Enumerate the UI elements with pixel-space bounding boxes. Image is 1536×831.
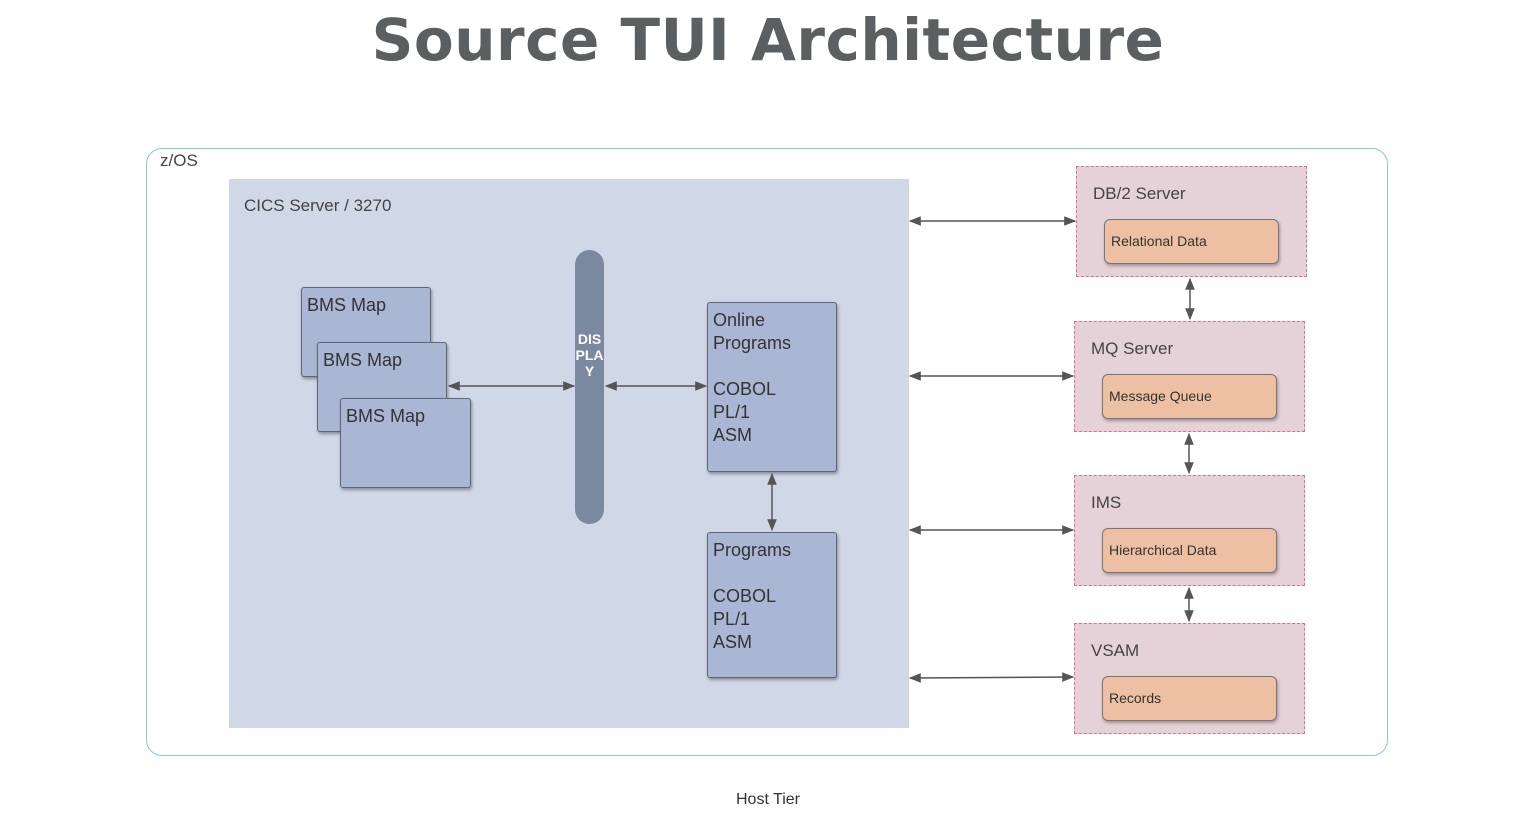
- display-bar: [575, 250, 604, 524]
- online-programs-line: Online: [713, 310, 766, 330]
- programs-line: COBOL: [713, 586, 777, 606]
- online-programs-line: Programs: [713, 333, 792, 353]
- vsam-label: VSAM: [1091, 641, 1140, 660]
- message-queue-store: Message Queue: [1102, 374, 1277, 419]
- bms-map-3: BMS Map: [340, 398, 471, 488]
- hierarchical-data-store: Hierarchical Data: [1102, 528, 1277, 573]
- programs-line: Programs: [713, 540, 792, 560]
- page-title: Source TUI Architecture: [371, 6, 1165, 74]
- display-label: DISPLAY: [575, 331, 604, 379]
- bms-map-label: BMS Map: [346, 406, 426, 426]
- bms-map-label: BMS Map: [323, 350, 403, 370]
- records-store: Records: [1102, 676, 1277, 721]
- bms-map-label: BMS Map: [307, 295, 387, 315]
- arrow-cics-vsam: [908, 672, 1075, 683]
- programs-line: ASM: [713, 632, 753, 652]
- programs-box: Programs COBOL PL/1 ASM: [707, 532, 837, 678]
- zos-label: z/OS: [160, 151, 198, 170]
- online-programs-box: Online Programs COBOL PL/1 ASM: [707, 302, 837, 472]
- ims-label: IMS: [1091, 493, 1122, 512]
- online-programs-line: PL/1: [713, 402, 751, 422]
- host-tier-label: Host Tier: [735, 791, 800, 808]
- online-programs-line: ASM: [713, 425, 753, 445]
- cics-server-label: CICS Server / 3270: [244, 196, 392, 215]
- online-programs-line: COBOL: [713, 379, 777, 399]
- zos-container: [146, 148, 1388, 756]
- programs-line: PL/1: [713, 609, 751, 629]
- relational-data-store: Relational Data: [1104, 219, 1279, 264]
- db2-server-label: DB/2 Server: [1093, 184, 1186, 203]
- mq-server-label: MQ Server: [1091, 339, 1174, 358]
